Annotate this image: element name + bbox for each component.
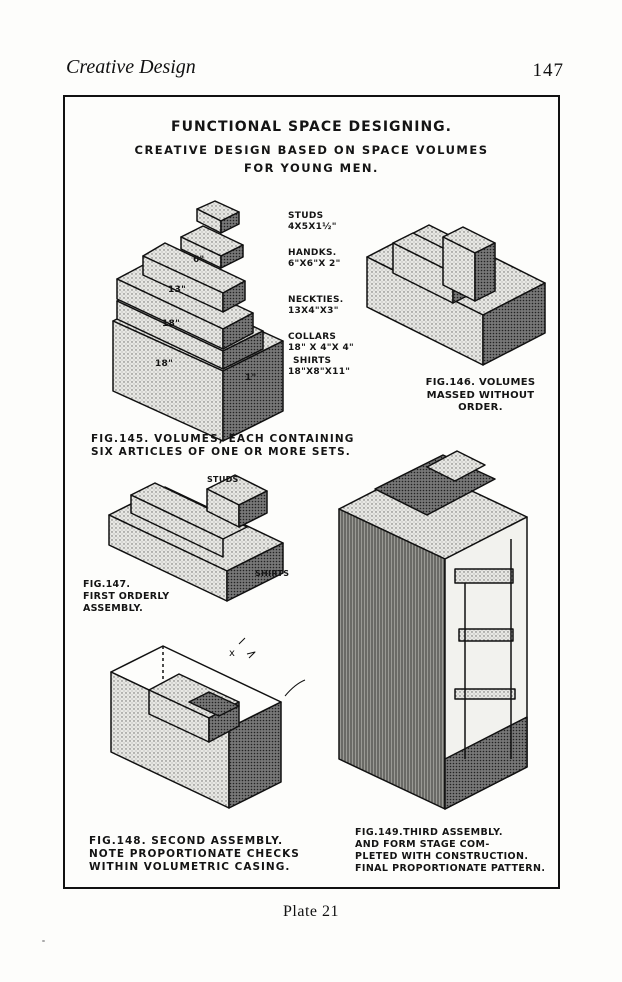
label-shirts-dims: 18"x8"x11" [288,367,351,377]
fig147-shirts-label: Shirts [255,569,290,578]
block-label-13: 13" [168,285,187,295]
paper-speck [42,940,45,942]
label-neckties: Neckties. [288,295,344,305]
block-label-18a: 18" [162,319,181,329]
block-label-1: 1" [245,373,257,383]
label-handks: Handks. [288,248,337,258]
caption-fig-149: Fig.149.Third assembly. and form stage c… [355,827,546,874]
label-neckties-dims: 13x4"x3" [288,306,339,316]
page-number: 147 [532,60,564,81]
figure-145-stacked-volumes [112,200,284,442]
label-collars: Collars [288,332,337,342]
label-handks-dims: 6"x6"x 2" [288,259,341,269]
fig147-studs-label: Studs [207,475,239,484]
label-studs-dims: 4x5x1½" [288,222,337,232]
running-head: Creative Design [66,56,196,78]
block-label-6: 6" [193,255,205,265]
svg-text:x: x [229,648,235,659]
figure-148-second-assembly: x [110,637,306,809]
plate-frame: Functional Space Designing. Creative des… [63,95,560,889]
caption-fig-147: Fig.147. First orderly assembly. [83,579,170,614]
plate-caption: Plate 21 [283,903,339,920]
label-collars-dims: 18" x 4"x 4" [288,343,354,353]
figure-149-third-assembly [338,450,528,810]
caption-fig-148: Fig.148. Second assembly. Note proportio… [89,835,300,874]
block-label-18b: 18" [155,359,174,369]
figure-146-massed-volumes [366,224,546,366]
label-studs: Studs [288,211,324,221]
caption-fig-145: Fig.145. Volumes, each containing six ar… [91,433,355,459]
label-shirts: Shirts [293,356,332,366]
figure-147-first-assembly [108,474,284,602]
plate-subtitle: Creative design based on space volumes f… [134,143,489,176]
caption-fig-146: Fig.146. Volumes massed without order. [425,377,536,413]
plate-title: Functional Space Designing. [171,119,452,135]
